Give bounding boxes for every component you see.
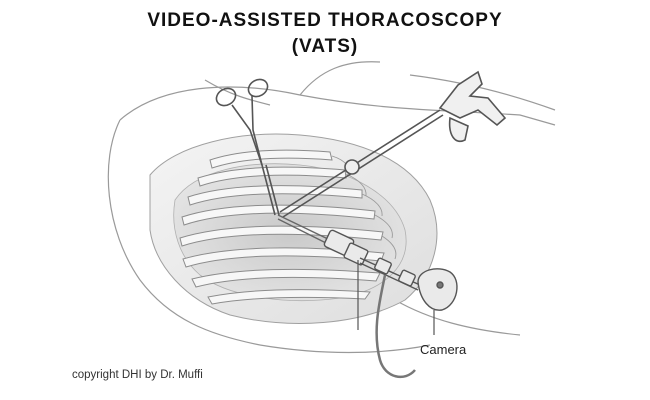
title-line-2: (VATS) <box>291 36 359 57</box>
instrument-shaft <box>277 214 331 245</box>
camera-scope <box>359 257 458 335</box>
diagram-title: VIDEO-ASSISTED THORACOSCOPY (VATS) <box>0 8 650 60</box>
title-line-1: VIDEO-ASSISTED THORACOSCOPY <box>147 10 503 31</box>
copyright-text: copyright DHI by Dr. Muffi <box>72 369 203 381</box>
camera-label: Camera <box>420 342 467 357</box>
camera-cable <box>375 274 416 379</box>
scissors-instrument <box>215 78 280 216</box>
grasper-instrument <box>279 70 507 218</box>
